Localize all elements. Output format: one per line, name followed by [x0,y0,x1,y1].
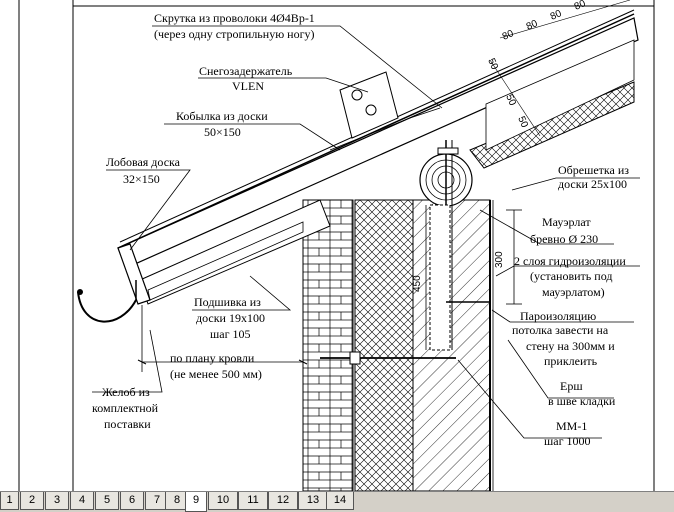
dim-80-c: 80 [549,8,564,23]
label-kobylka-size: 50×150 [204,125,241,139]
dim-450: 450 [412,275,423,292]
tab-9[interactable]: 9 [185,492,207,512]
label-snow-guard: Снегозадержатель [199,64,293,78]
tab-12[interactable]: 12 [268,492,298,510]
label-wire-twist: Скрутка из проволоки 4Ø4Вр-1 [154,11,315,25]
label-waterproof-note2: мауэрлатом) [542,285,605,299]
label-gutter-3: поставки [104,417,151,431]
tab-10[interactable]: 10 [208,492,238,510]
dim-50-a: 50 [485,57,500,72]
label-vapor-4: приклеить [544,354,598,368]
tab-1[interactable]: 1 [0,492,19,510]
tab-5[interactable]: 5 [95,492,119,510]
tab-4[interactable]: 4 [70,492,94,510]
label-lathing-size: доски 25х100 [558,177,627,191]
tab-2[interactable]: 2 [20,492,44,510]
label-fascia-size: 32×150 [123,172,160,186]
label-soffit-3: шаг 105 [210,327,251,341]
dim-80-d: 80 [573,0,588,13]
label-soffit-1: Подшивка из [194,295,261,309]
tab-14[interactable]: 14 [326,492,354,510]
dim-50-c: 50 [515,115,530,130]
dim-80-a: 80 [501,28,516,43]
label-vapor-3: стену на 300мм и [526,339,615,353]
tab-11[interactable]: 11 [238,492,268,510]
label-wire-twist-note: (через одну стропильную ногу) [154,27,315,41]
drawing-canvas[interactable]: Скрутка из проволоки 4Ø4Вр-1 (через одну… [0,0,674,492]
label-ersh-note: в шве кладки [548,394,616,408]
dim-80-b: 80 [525,18,540,33]
label-mauerlat-size: бревно Ø 230 [530,232,598,246]
dim-300: 300 [494,251,505,268]
gutter [77,291,137,323]
wall-block [354,199,414,492]
label-gutter-1: Желоб из [102,385,150,399]
label-waterproof: 2 слоя гидроизоляции [514,254,626,268]
label-waterproof-note1: (установить под [530,269,612,283]
roof-eave-detail: Скрутка из проволоки 4Ø4Вр-1 (через одну… [18,0,655,492]
label-ersh: Ерш [560,379,583,393]
label-soffit-2: доски 19х100 [196,311,265,325]
label-mm-step: шаг 1000 [544,434,591,448]
dim-50-b: 50 [503,93,518,108]
label-kobylka: Кобылка из доски [176,109,268,123]
label-fascia: Лобовая доска [106,155,181,169]
label-plan-1: по плану кровли [170,351,255,365]
label-vapor-1: Пароизоляцию [520,309,596,323]
label-plan-2: (не менее 500 мм) [170,367,262,381]
tab-13[interactable]: 13 [298,492,328,510]
label-snow-guard-brand: VLEN [232,79,264,93]
layout-tab-bar: 1 2 3 4 5 6 7 8 9 10 11 12 13 14 [0,491,674,512]
label-mm: ММ-1 [556,419,587,433]
tab-3[interactable]: 3 [45,492,69,510]
label-gutter-2: комплектной [92,401,159,415]
tab-6[interactable]: 6 [120,492,144,510]
label-lathing: Обрешетка из [558,163,629,177]
brick-facing [302,199,354,492]
label-vapor-2: потолка завести на [512,323,609,337]
label-mauerlat: Мауэрлат [542,215,591,229]
fascia-board [117,243,151,305]
